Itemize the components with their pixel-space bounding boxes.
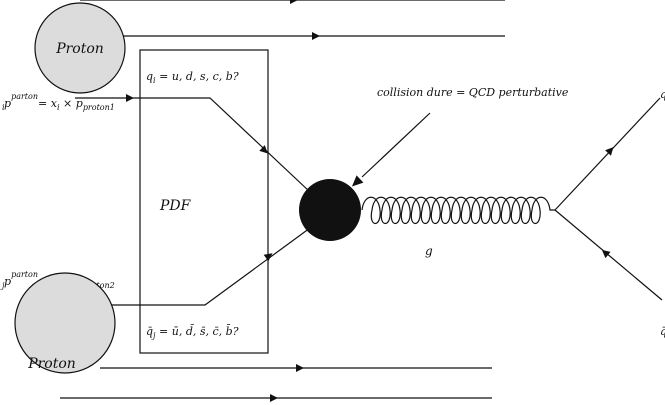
bottom-parton-line: [75, 227, 311, 306]
top-beam-arrow-1: [290, 0, 298, 4]
top-parton-line: [75, 97, 311, 193]
bottom-beam-arrow-2: [270, 394, 278, 402]
top-parton-arrow-1: [126, 94, 134, 102]
outgoing-antiquark-arrow: [601, 249, 611, 259]
antiquarks-label: q̄j = ū, d̄, s̄, c̄, b̄?: [146, 325, 239, 340]
collision-pointer-arrow: [351, 175, 364, 187]
quarks-label: qi = u, d, s, c, b?: [146, 70, 239, 85]
bottom-proton-label: Proton: [27, 356, 76, 372]
gluon-propagator: [361, 196, 555, 225]
top-proton: Proton: [34, 2, 126, 94]
collision-vertex: [299, 179, 361, 241]
bottom-parton-arrow-1: [263, 253, 273, 262]
pdf-box: [139, 49, 269, 354]
gluon-label: g: [425, 244, 433, 258]
collision-pointer-line: [361, 112, 431, 178]
bottom-proton: Proton: [14, 272, 116, 374]
top-proton-label: Proton: [55, 41, 104, 57]
top-parton-arrow-2: [259, 145, 268, 154]
outgoing-quark-line: [554, 97, 661, 211]
top-beam-arrow-2: [312, 32, 320, 40]
pdf-label: PDF: [159, 198, 192, 214]
outgoing-quark-arrow: [605, 147, 614, 156]
bottom-beam-arrow-1: [296, 364, 304, 372]
top-right-edge-label: q: [660, 88, 665, 101]
bottom-right-edge-label: q̄: [660, 325, 665, 338]
collision-label: collision dure = QCD perturbative: [377, 86, 569, 99]
outgoing-antiquark-line: [554, 209, 663, 301]
